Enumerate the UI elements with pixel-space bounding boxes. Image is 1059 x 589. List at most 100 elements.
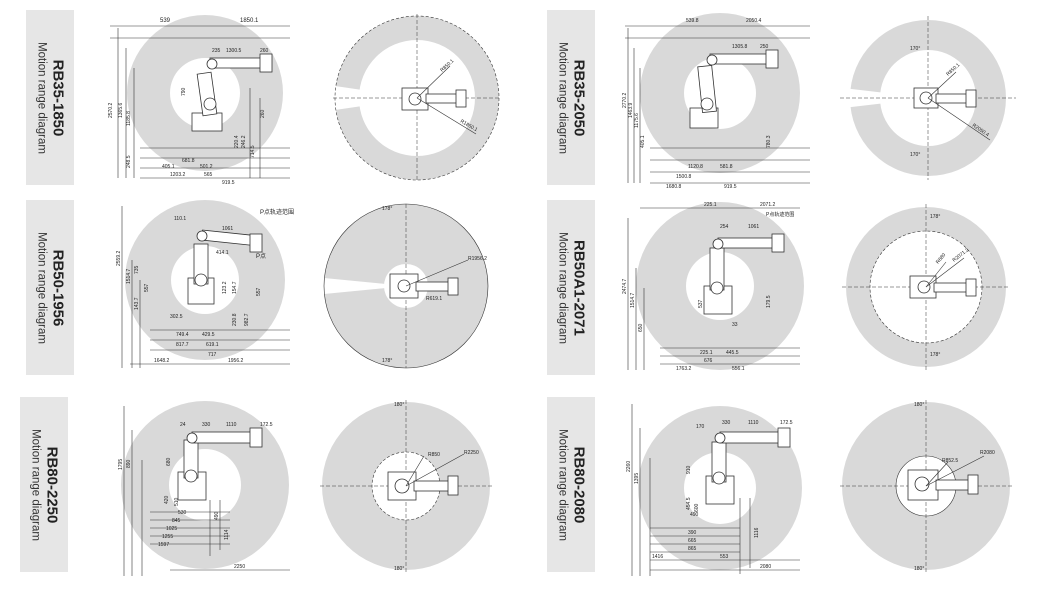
- dim-left: 454.5: [686, 497, 692, 510]
- robot-arm-icon: [703, 233, 785, 315]
- dim-right: 220.4: [234, 135, 240, 148]
- dim-bottom: 2250: [234, 564, 245, 570]
- dim-right: 230.8: [232, 313, 238, 326]
- dim-right: 714.5: [250, 145, 256, 158]
- model-label-panel: RB35-2050 Motion range diagram: [547, 10, 595, 185]
- dim-bottom: 1763.2: [676, 366, 692, 372]
- dim-bottom: 530: [178, 510, 187, 516]
- angle-label: 180°: [394, 402, 404, 408]
- top-view-diagram: 178° 178° R680 R2071.2: [842, 204, 1010, 370]
- dim-left: 2559.2: [116, 250, 122, 266]
- top-view-diagram: R850.1 R2050.4 170° 170°: [840, 16, 1016, 180]
- dim-left: 1365.6: [118, 102, 124, 118]
- dim-top: 1110: [226, 422, 237, 428]
- dim-right: 982.7: [244, 313, 250, 326]
- model-caption: Motion range diagram: [556, 231, 569, 344]
- model-name: RB50-1956: [49, 249, 67, 326]
- dim-top: 24: [180, 422, 186, 428]
- dim-left: 2570.2: [108, 102, 114, 118]
- dim-left: 248.5: [126, 155, 132, 168]
- dim-left: 537: [698, 299, 704, 308]
- dim-right: 33: [732, 322, 738, 328]
- dim-bottom: 225.1: [700, 350, 713, 356]
- model-name: RB80-2250: [43, 446, 61, 523]
- model-caption: Motion range diagram: [35, 41, 48, 154]
- side-view-diagram: 170 330 1110 172.5 2260 1395 910 600 454…: [626, 404, 802, 576]
- angle-label: 170°: [910, 46, 920, 52]
- side-view-diagram: P点轨迹范围 110.1 1061 P点 2559.2 1514.7 735 5…: [116, 200, 294, 368]
- model-caption: Motion range diagram: [35, 231, 48, 344]
- robot-arm-icon: [191, 53, 273, 132]
- motion-range-area: [324, 203, 488, 369]
- dim-right: 780.3: [766, 135, 772, 148]
- radius-outer-label: R2071.2: [952, 247, 971, 264]
- dim-left: 790: [181, 87, 187, 96]
- motion-range-area: [842, 402, 1010, 570]
- dim-bottom: 665: [688, 538, 697, 544]
- angle-label: 178°: [382, 206, 392, 212]
- dim-right: 414.1: [216, 250, 229, 256]
- dim-left: 680: [166, 457, 172, 466]
- dim-right: 1116: [754, 527, 760, 538]
- top-view-diagram: R2080 R852.5 180° 180°: [840, 400, 1012, 572]
- angle-label: 178°: [930, 352, 940, 358]
- dim-bottom: 1120.8: [688, 164, 703, 170]
- dim-right: 260: [260, 109, 266, 118]
- motion-range-area: [322, 402, 490, 570]
- dim-bottom: 749.4: [176, 332, 189, 338]
- dim-left: 420: [164, 495, 170, 504]
- model-label-panel: RB80-2080 Motion range diagram: [547, 397, 595, 572]
- model-name: RB80-2080: [570, 446, 588, 523]
- robot-arm-icon: [187, 229, 263, 305]
- dim-bottom: 1680.8: [666, 184, 682, 190]
- model-label-panel: RB35-1850 Motion range diagram: [26, 10, 74, 185]
- dim-left: 557: [144, 283, 150, 292]
- side-view-diagram: 539.8 2050.4 1305.8 250 2770.2 1463.9 11…: [622, 13, 810, 190]
- side-view-diagram: 24 330 1110 172.5 1795 890 680 510 420 1…: [118, 401, 290, 576]
- dim-bottom: 865: [688, 546, 697, 552]
- dim-top: 330: [722, 420, 731, 426]
- dim-left: 1395: [634, 473, 640, 484]
- robot-top-icon: [387, 471, 459, 501]
- dim-top: 330: [202, 422, 211, 428]
- dim-left: 2260: [626, 461, 632, 472]
- robot-arm-icon: [705, 427, 791, 505]
- dim-left: 600: [694, 503, 700, 512]
- dim-top: 1300.5: [226, 48, 242, 54]
- radius-inner-label: R850.1: [439, 58, 455, 73]
- dim-left: 890: [126, 459, 132, 468]
- dim-bottom: 302.5: [170, 314, 183, 320]
- dim-bottom: 429.5: [202, 332, 215, 338]
- dim-left: 143.7: [134, 297, 140, 310]
- top-view-diagram: R850.1 R1850.1: [333, 14, 501, 182]
- dim-bottom: 565: [204, 172, 213, 178]
- angle-label: 180°: [394, 566, 404, 572]
- dim-left: 1514.7: [126, 268, 132, 284]
- dim-bottom: 619.1: [206, 342, 219, 348]
- radius-outer-label: R2250: [464, 450, 479, 456]
- radius-inner-label: R852.5: [942, 458, 958, 464]
- dim-top: 170: [696, 424, 705, 430]
- side-view-diagram: 539 1850.1 235 1300.5 260 2570.2 1365.6 …: [108, 15, 290, 186]
- dim-left: 405.1: [640, 135, 646, 148]
- robot-top-icon: [907, 469, 979, 501]
- dim-bottom: 717: [208, 352, 217, 358]
- dim-bottom: 681.8: [182, 158, 195, 164]
- dim-bottom: 676: [704, 358, 713, 364]
- dim-top: 1110: [748, 420, 759, 426]
- dim-bottom: 553: [720, 554, 729, 560]
- model-caption: Motion range diagram: [556, 428, 569, 541]
- robot-top-icon: [389, 273, 459, 299]
- model-name: RB50A1-2071: [570, 239, 588, 336]
- dim-top: P点轨迹范围: [766, 211, 794, 218]
- dim-bottom: 845: [172, 518, 181, 524]
- motion-range-area: [850, 20, 1006, 176]
- top-view-diagram: 178° 178° R1956.2 R619.1: [323, 203, 489, 369]
- dim-bottom: 1648.2: [154, 358, 170, 364]
- dim-bottom: 1956.2: [228, 358, 244, 364]
- dim-top: 1850.1: [240, 18, 259, 24]
- dim-bottom: 2080: [760, 564, 771, 570]
- radius-inner-label: R680: [935, 252, 947, 265]
- dim-left: 1175.6: [634, 113, 640, 128]
- dim-left: 1795: [118, 459, 124, 470]
